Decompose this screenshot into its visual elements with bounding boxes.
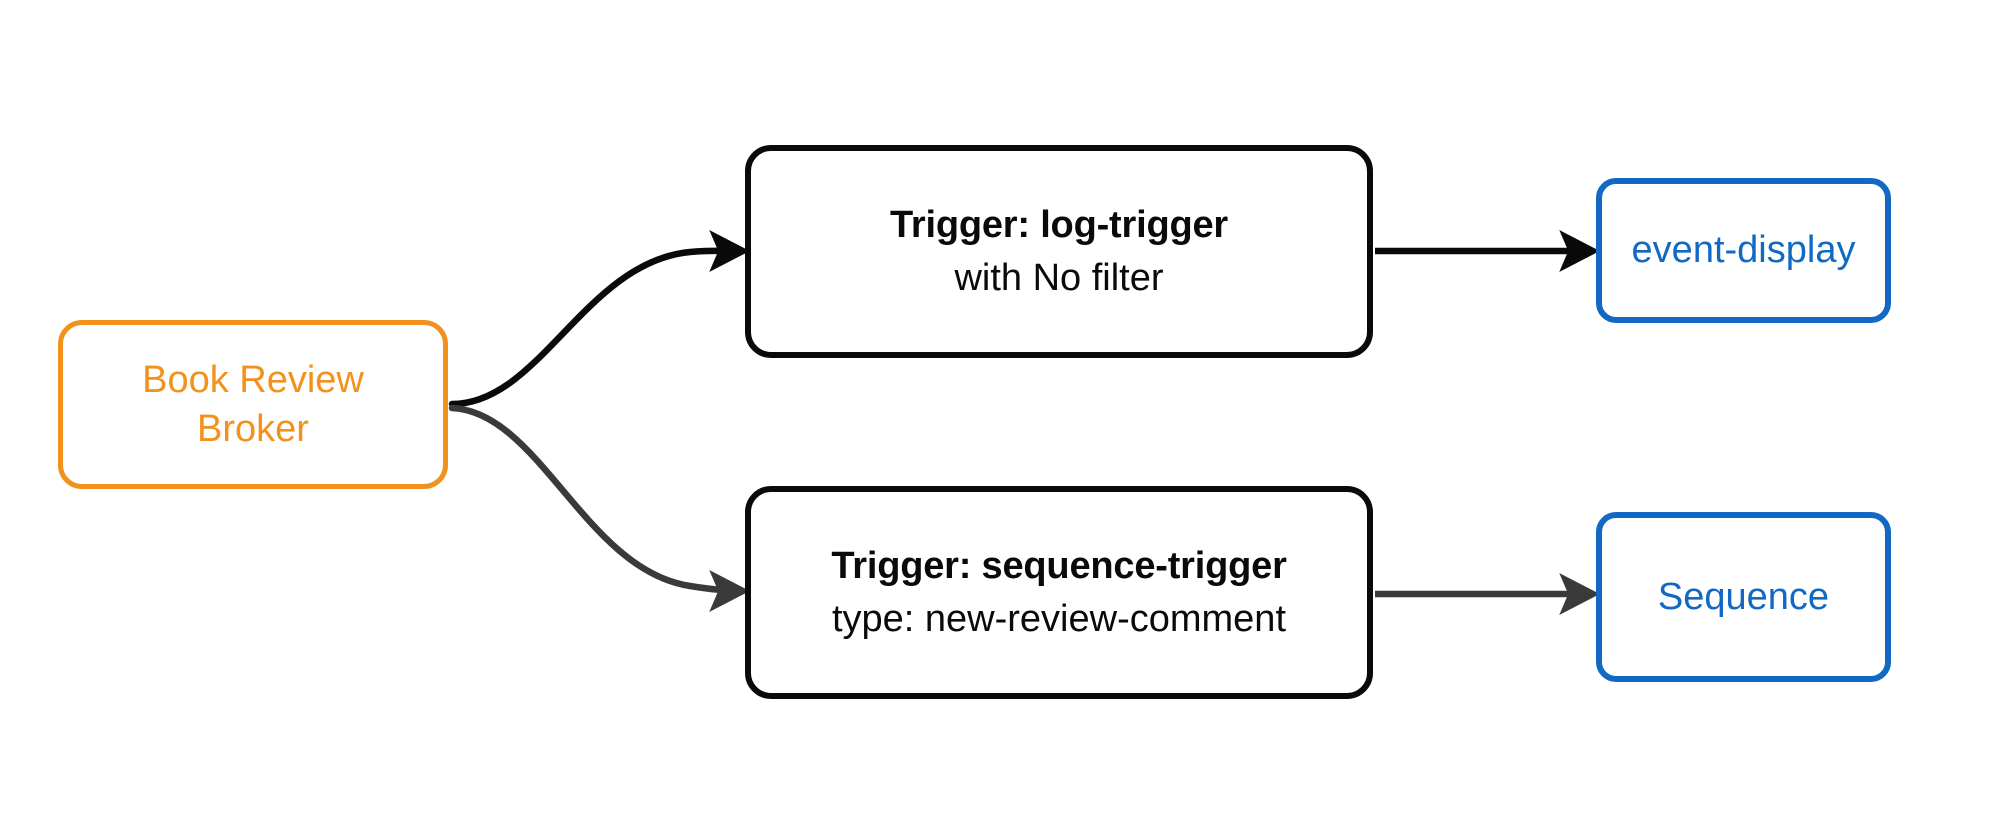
node-log-trigger-subtitle: with No filter	[954, 256, 1164, 299]
node-event-display[interactable]: event-display	[1596, 178, 1891, 323]
node-book-review-broker-line1: Book Review	[142, 358, 364, 401]
node-sequence-trigger[interactable]: Trigger: sequence-trigger type: new-revi…	[745, 486, 1373, 699]
node-log-trigger[interactable]: Trigger: log-trigger with No filter	[745, 145, 1373, 358]
edge-broker-to-sequence-trigger	[448, 404, 750, 613]
node-sequence-trigger-subtitle: type: new-review-comment	[831, 597, 1287, 640]
node-sequence[interactable]: Sequence	[1596, 512, 1891, 682]
node-event-display-label: event-display	[1631, 229, 1856, 272]
node-sequence-label: Sequence	[1657, 575, 1830, 618]
edge-broker-to-log-trigger	[448, 229, 750, 408]
node-sequence-trigger-title: Trigger: sequence-trigger	[831, 544, 1287, 587]
node-book-review-broker-line2: Broker	[197, 407, 309, 450]
node-book-review-broker[interactable]: Book Review Broker	[58, 320, 448, 489]
node-log-trigger-title: Trigger: log-trigger	[889, 203, 1228, 246]
